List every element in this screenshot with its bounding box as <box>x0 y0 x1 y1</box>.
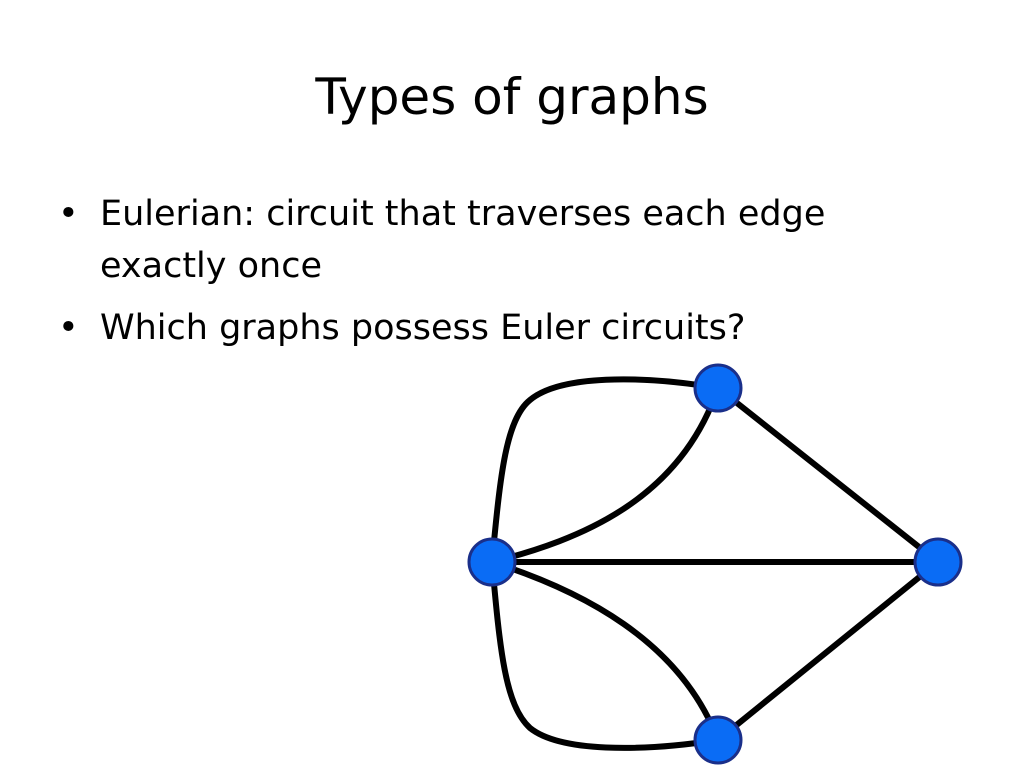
slide-title: Types of graphs <box>315 68 709 126</box>
edge-left-top-inner <box>489 385 721 565</box>
graph-edges <box>489 376 941 751</box>
bullet-text: Eulerian: circuit that traverses each ed… <box>100 194 826 234</box>
node-left <box>467 537 517 587</box>
bullet-text-continued: exactly once <box>100 246 322 286</box>
edge-bottom-right <box>715 559 941 743</box>
edge-left-bottom-inner <box>489 559 721 743</box>
bullet-marker: • <box>58 194 79 234</box>
bullet-text: Which graphs possess Euler circuits? <box>100 308 746 348</box>
bullet-list: • Eulerian: circuit that traverses each … <box>58 188 958 364</box>
bullet-marker: • <box>58 308 79 348</box>
node-top <box>693 363 743 413</box>
bullet-item-question: • Which graphs possess Euler circuits? <box>58 302 958 354</box>
edge-left-top-outer <box>489 376 721 565</box>
graph-nodes <box>467 363 963 765</box>
bullet-item-eulerian: • Eulerian: circuit that traverses each … <box>58 188 958 292</box>
node-right <box>913 537 963 587</box>
edge-left-bottom-outer <box>489 559 721 751</box>
edge-top-right <box>715 385 941 565</box>
node-bottom <box>693 715 743 765</box>
